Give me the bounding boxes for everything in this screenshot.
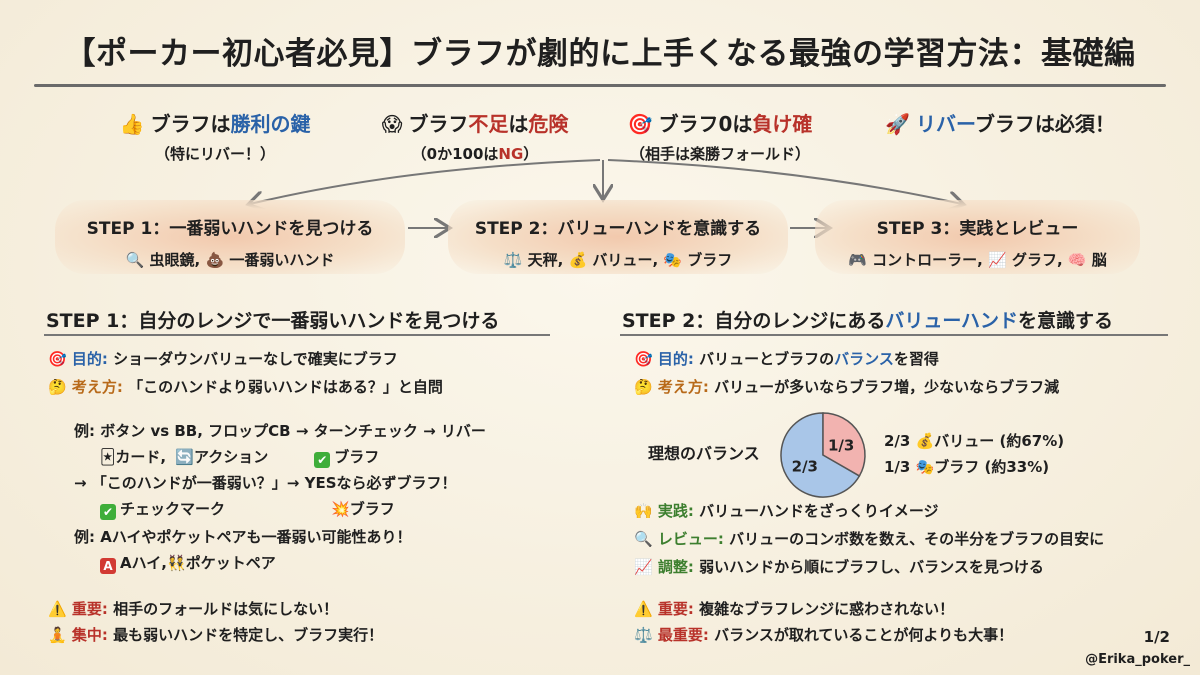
- scream-icon: 😱: [381, 112, 403, 136]
- title-underline: [34, 84, 1166, 87]
- step-1-box: STEP 1：一番弱いハンドを見つける 🔍 虫眼鏡, 💩 一番弱いハンド: [55, 200, 405, 274]
- left-example-3: 例: Aハイやポケットペアも一番弱い可能性あり！: [74, 528, 412, 546]
- thumbs-up-icon: 👍: [119, 112, 145, 136]
- pie-label-value: 2/3: [792, 458, 818, 476]
- right-section-underline: [620, 334, 1168, 336]
- arrow-to-step1: [250, 159, 601, 204]
- top-point-2: 😱ブラフ不足は危険 （0か100はNG）: [381, 112, 569, 163]
- pie-slice-bluff: [822, 412, 866, 477]
- right-practice: 🙌 実践: バリューハンドをざっくりイメージ: [634, 502, 939, 520]
- step-3-box: STEP 3：実践とレビュー 🎮 コントローラー, 📈 グラフ, 🧠 脳: [815, 200, 1140, 274]
- step-2-box: STEP 2：バリューハンドを意識する ⚖️ 天秤, 💰 バリュー, 🎭 ブラフ: [448, 200, 788, 274]
- pair-icon: 👯ポケットペア: [167, 554, 276, 572]
- legend-value: 2/3 💰バリュー (約67%): [884, 432, 1065, 450]
- pie-label-bluff: 1/3: [828, 436, 854, 454]
- thinking-icon: 🤔: [634, 378, 653, 396]
- left-example-1-icons: 🃏カード, 🔄アクション✔ブラフ: [100, 448, 380, 468]
- action-icon: 🔄アクション: [175, 448, 269, 466]
- a-letter-icon: A: [100, 558, 116, 574]
- top-point-3: 🎯ブラフ0は負け確 （相手は楽勝フォールド）: [627, 112, 813, 163]
- explosion-icon: 💥ブラフ: [331, 500, 395, 518]
- meditation-icon: 🧘: [48, 626, 67, 644]
- left-section-underline: [44, 334, 550, 336]
- author-handle: @Erika_poker_: [1085, 652, 1190, 667]
- balance-pie-chart: 2/3 1/3: [780, 412, 866, 498]
- left-purpose: 🎯 目的: ショーダウンバリューなしで確実にブラフ: [48, 350, 398, 368]
- right-purpose: 🎯 目的: バリューとブラフのバランスを習得: [634, 350, 939, 368]
- step-3-sub: 🎮 コントローラー, 📈 グラフ, 🧠 脳: [848, 251, 1107, 269]
- step-2-title: STEP 2：バリューハンドを意識する: [474, 219, 762, 239]
- left-important: ⚠️ 重要: 相手のフォールドは気にしない！: [48, 600, 339, 618]
- check-icon: ✔: [314, 452, 331, 468]
- step-2-sub: ⚖️ 天秤, 💰 バリュー, 🎭 ブラフ: [503, 251, 733, 269]
- right-important: ⚠️ 重要: 複雑なブラフレンジに惑わされない！: [634, 600, 955, 618]
- left-think: 🤔 考え方: 「このハンドより弱いハンドはある？」と自問: [48, 378, 443, 396]
- check-icon: ✔: [100, 504, 116, 520]
- pie-slice-value: [780, 412, 861, 498]
- arrow-to-step3: [607, 159, 962, 204]
- card-icon: 🃏カード,: [100, 448, 167, 466]
- target-icon: 🎯: [48, 350, 67, 368]
- right-adjust: 📈 調整: 弱いハンドから順にブラフし、バランスを見つける: [634, 558, 1044, 576]
- balance-label: 理想のバランス: [648, 444, 760, 463]
- left-example-2: → 「このハンドが一番弱い？」→ YESなら必ずブラフ！: [74, 474, 457, 492]
- scale-icon: ⚖️: [634, 626, 653, 644]
- step-3-title: STEP 3：実践とレビュー: [876, 219, 1079, 239]
- left-example-1: 例: ボタン vs BB, フロップCB → ターンチェック → リバー: [74, 422, 486, 440]
- thinking-icon: 🤔: [48, 378, 67, 396]
- right-most-important: ⚖️ 最重要: バランスが取れていることが何よりも大事！: [634, 626, 1014, 644]
- top-point-4: 🚀リバーブラフは必須！: [885, 112, 1115, 136]
- left-section-title: STEP 1：自分のレンジで一番弱いハンドを見つける: [46, 310, 500, 332]
- legend-bluff: 1/3 🎭ブラフ (約33%): [884, 458, 1050, 476]
- chart-icon: 📈: [634, 558, 653, 576]
- step-1-sub: 🔍 虫眼鏡, 💩 一番弱いハンド: [125, 251, 335, 269]
- right-think: 🤔 考え方: バリューが多いならブラフ増，少ないならブラフ減: [634, 378, 1060, 396]
- target-icon: 🎯: [627, 112, 653, 136]
- page-number: 1/2: [1143, 628, 1170, 646]
- rocket-icon: 🚀: [885, 112, 911, 136]
- warning-icon: ⚠️: [48, 600, 67, 618]
- top-point-1: 👍ブラフは勝利の鍵 （特にリバー！）: [119, 112, 311, 163]
- page-title: 【ポーカー初心者必見】ブラフが劇的に上手くなる最強の学習方法：基礎編: [64, 36, 1136, 72]
- right-review: 🔍 レビュー: バリューのコンボ数を数え、その半分をブラフの目安に: [634, 530, 1105, 548]
- left-example-2-icons: ✔チェックマーク💥ブラフ: [100, 498, 395, 520]
- right-section-title: STEP 2：自分のレンジにあるバリューハンドを意識する: [622, 310, 1114, 332]
- warning-icon: ⚠️: [634, 600, 653, 618]
- step-1-title: STEP 1：一番弱いハンドを見つける: [86, 219, 374, 239]
- magnifier-icon: 🔍: [634, 530, 653, 548]
- raised-hands-icon: 🙌: [634, 502, 653, 520]
- target-icon: 🎯: [634, 350, 653, 368]
- left-focus: 🧘 集中: 最も弱いハンドを特定し、ブラフ実行！: [48, 626, 384, 644]
